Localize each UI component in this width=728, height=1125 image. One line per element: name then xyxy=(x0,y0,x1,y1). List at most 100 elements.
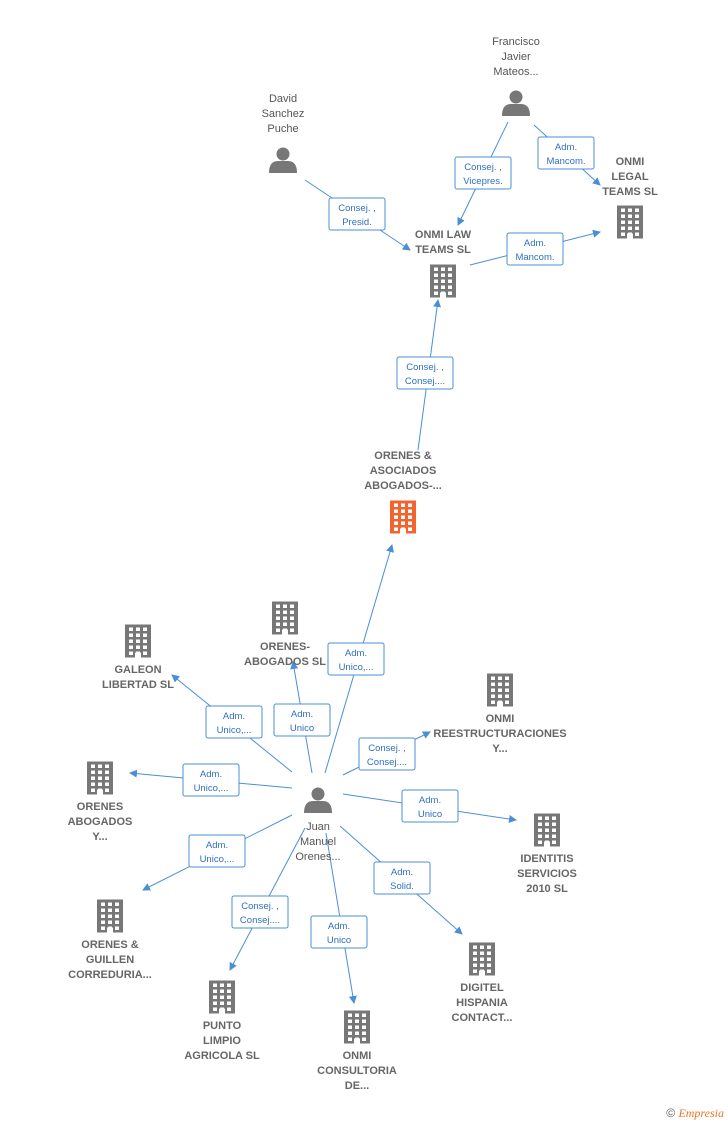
node-label[interactable]: ORENES- xyxy=(260,641,310,653)
relation-label-box[interactable] xyxy=(231,895,289,929)
node-label[interactable]: ABOGADOS-... xyxy=(364,480,442,492)
edge-juan-orenes_asoc: Adm.Unico,... xyxy=(324,544,394,774)
node-label[interactable]: CONSULTORIA xyxy=(317,1065,397,1077)
node-label[interactable]: ORENES & xyxy=(81,939,139,951)
node-label[interactable]: IDENTITIS xyxy=(520,853,573,865)
relation-label-box[interactable] xyxy=(396,356,454,390)
relation-label-box[interactable] xyxy=(327,642,385,676)
node-label[interactable]: David xyxy=(269,93,297,105)
node-label[interactable]: ABOGADOS SL xyxy=(244,656,326,668)
node-punto[interactable]: PUNTO LIMPIO AGRICOLA SL xyxy=(184,980,260,1063)
node-label[interactable]: SERVICIOS xyxy=(517,868,577,880)
building-icon[interactable] xyxy=(344,1010,370,1044)
node-label[interactable]: 2010 SL xyxy=(526,883,568,895)
node-label[interactable]: ABOGADOS xyxy=(68,816,133,828)
node-label[interactable]: Javier xyxy=(501,51,531,63)
node-onmi-legal[interactable]: ONMI LEGAL TEAMS SL xyxy=(602,156,658,239)
relation-label-box[interactable] xyxy=(373,861,431,895)
node-label[interactable]: LEGAL xyxy=(611,171,649,183)
relation-label-box[interactable] xyxy=(273,703,331,737)
node-orenes-abog-sl[interactable]: ORENES- ABOGADOS SL xyxy=(244,601,326,669)
relation-label-box[interactable] xyxy=(188,834,246,868)
node-label[interactable]: Mateos... xyxy=(493,66,538,78)
node-orenes-guillen[interactable]: ORENES & GUILLEN CORREDURIA... xyxy=(68,899,152,982)
relation-label-box[interactable] xyxy=(506,232,564,266)
node-label[interactable]: Y... xyxy=(92,831,107,843)
node-label[interactable]: PUNTO xyxy=(203,1020,242,1032)
relation-label-box[interactable] xyxy=(182,763,240,797)
node-label[interactable]: GALEON xyxy=(114,664,161,676)
building-icon[interactable] xyxy=(390,500,416,534)
node-orenes-asoc[interactable]: ORENES & ASOCIADOS ABOGADOS-... xyxy=(364,450,442,534)
edge-juan-orenes_abog_sl: Adm.Unico xyxy=(273,661,331,774)
node-label[interactable]: ONMI xyxy=(343,1050,372,1062)
relation-label-text: Presid. xyxy=(342,217,372,228)
node-digitel[interactable]: DIGITEL HISPANIA CONTACT... xyxy=(452,942,513,1025)
node-onmi-law[interactable]: ONMI LAW TEAMS SL xyxy=(415,229,472,298)
node-label[interactable]: LIBERTAD SL xyxy=(102,679,174,691)
node-label[interactable]: Sanchez xyxy=(262,108,305,120)
node-onmi-cons[interactable]: ONMI CONSULTORIA DE... xyxy=(317,1010,397,1093)
node-label[interactable]: Y... xyxy=(492,743,507,755)
edges-layer: Consej. ,Vicepres.Adm.Mancom.Consej. ,Pr… xyxy=(129,121,601,1004)
node-label[interactable]: TEAMS SL xyxy=(602,186,658,198)
node-juan[interactable]: JuanManuelOrenes... xyxy=(295,787,341,864)
node-label[interactable]: DE... xyxy=(345,1080,369,1092)
copyright-symbol: © xyxy=(666,1106,676,1120)
node-label[interactable]: Puche xyxy=(267,123,298,135)
building-icon[interactable] xyxy=(209,980,235,1014)
node-label[interactable]: Orenes... xyxy=(295,851,340,863)
building-icon[interactable] xyxy=(272,601,298,635)
relation-label-box[interactable] xyxy=(310,915,368,949)
relation-label-text: Unico xyxy=(327,935,351,946)
node-label[interactable]: ORENES & xyxy=(374,450,432,462)
node-label[interactable]: ONMI xyxy=(616,156,645,168)
node-label[interactable]: ONMI LAW xyxy=(415,229,472,241)
relation-label-text: Consej.... xyxy=(405,376,445,387)
node-label[interactable]: ORENES xyxy=(77,801,123,813)
node-onmi-reest[interactable]: ONMI REESTRUCTURACIONES Y... xyxy=(433,673,567,756)
building-icon[interactable] xyxy=(125,624,151,658)
node-orenes-abog-y[interactable]: ORENES ABOGADOS Y... xyxy=(68,761,133,844)
building-icon[interactable] xyxy=(617,205,643,239)
node-label[interactable]: ASOCIADOS xyxy=(370,465,437,477)
node-label[interactable]: AGRICOLA SL xyxy=(184,1050,260,1062)
node-label[interactable]: HISPANIA xyxy=(456,997,508,1009)
node-label[interactable]: Francisco xyxy=(492,36,540,48)
node-identitis[interactable]: IDENTITIS SERVICIOS 2010 SL xyxy=(517,813,577,896)
node-label[interactable]: TEAMS SL xyxy=(415,244,471,256)
node-label[interactable]: CONTACT... xyxy=(452,1012,513,1024)
relation-label-box[interactable] xyxy=(328,197,386,231)
building-icon[interactable] xyxy=(534,813,560,847)
node-label[interactable]: ONMI xyxy=(486,713,515,725)
relation-label-text: Unico,... xyxy=(200,854,235,865)
relation-label-box[interactable] xyxy=(537,136,595,170)
relation-label-box[interactable] xyxy=(454,156,512,190)
relation-label-box[interactable] xyxy=(205,705,263,739)
person-icon[interactable] xyxy=(304,787,332,814)
node-label[interactable]: DIGITEL xyxy=(460,982,504,994)
person-icon[interactable] xyxy=(269,147,297,174)
node-galeon[interactable]: GALEON LIBERTAD SL xyxy=(102,624,174,692)
building-icon[interactable] xyxy=(97,899,123,933)
brand-logo[interactable]: Empresia xyxy=(678,1106,724,1120)
person-icon[interactable] xyxy=(502,90,530,117)
node-label[interactable]: Juan xyxy=(306,821,330,833)
relation-label-text: Mancom. xyxy=(515,252,554,263)
node-label[interactable]: REESTRUCTURACIONES xyxy=(433,728,566,740)
relation-label-box[interactable] xyxy=(358,737,416,771)
node-label[interactable]: LIMPIO xyxy=(203,1035,241,1047)
node-label[interactable]: CORREDURIA... xyxy=(68,969,152,981)
node-francisco[interactable]: FranciscoJavierMateos... xyxy=(492,36,540,116)
relation-label-text: Unico,... xyxy=(217,725,252,736)
building-icon[interactable] xyxy=(430,264,456,298)
building-icon[interactable] xyxy=(487,673,513,707)
node-label[interactable]: Manuel xyxy=(300,836,336,848)
building-icon[interactable] xyxy=(469,942,495,976)
node-label[interactable]: GUILLEN xyxy=(86,954,134,966)
building-icon[interactable] xyxy=(87,761,113,795)
relation-label-box[interactable] xyxy=(401,789,459,823)
